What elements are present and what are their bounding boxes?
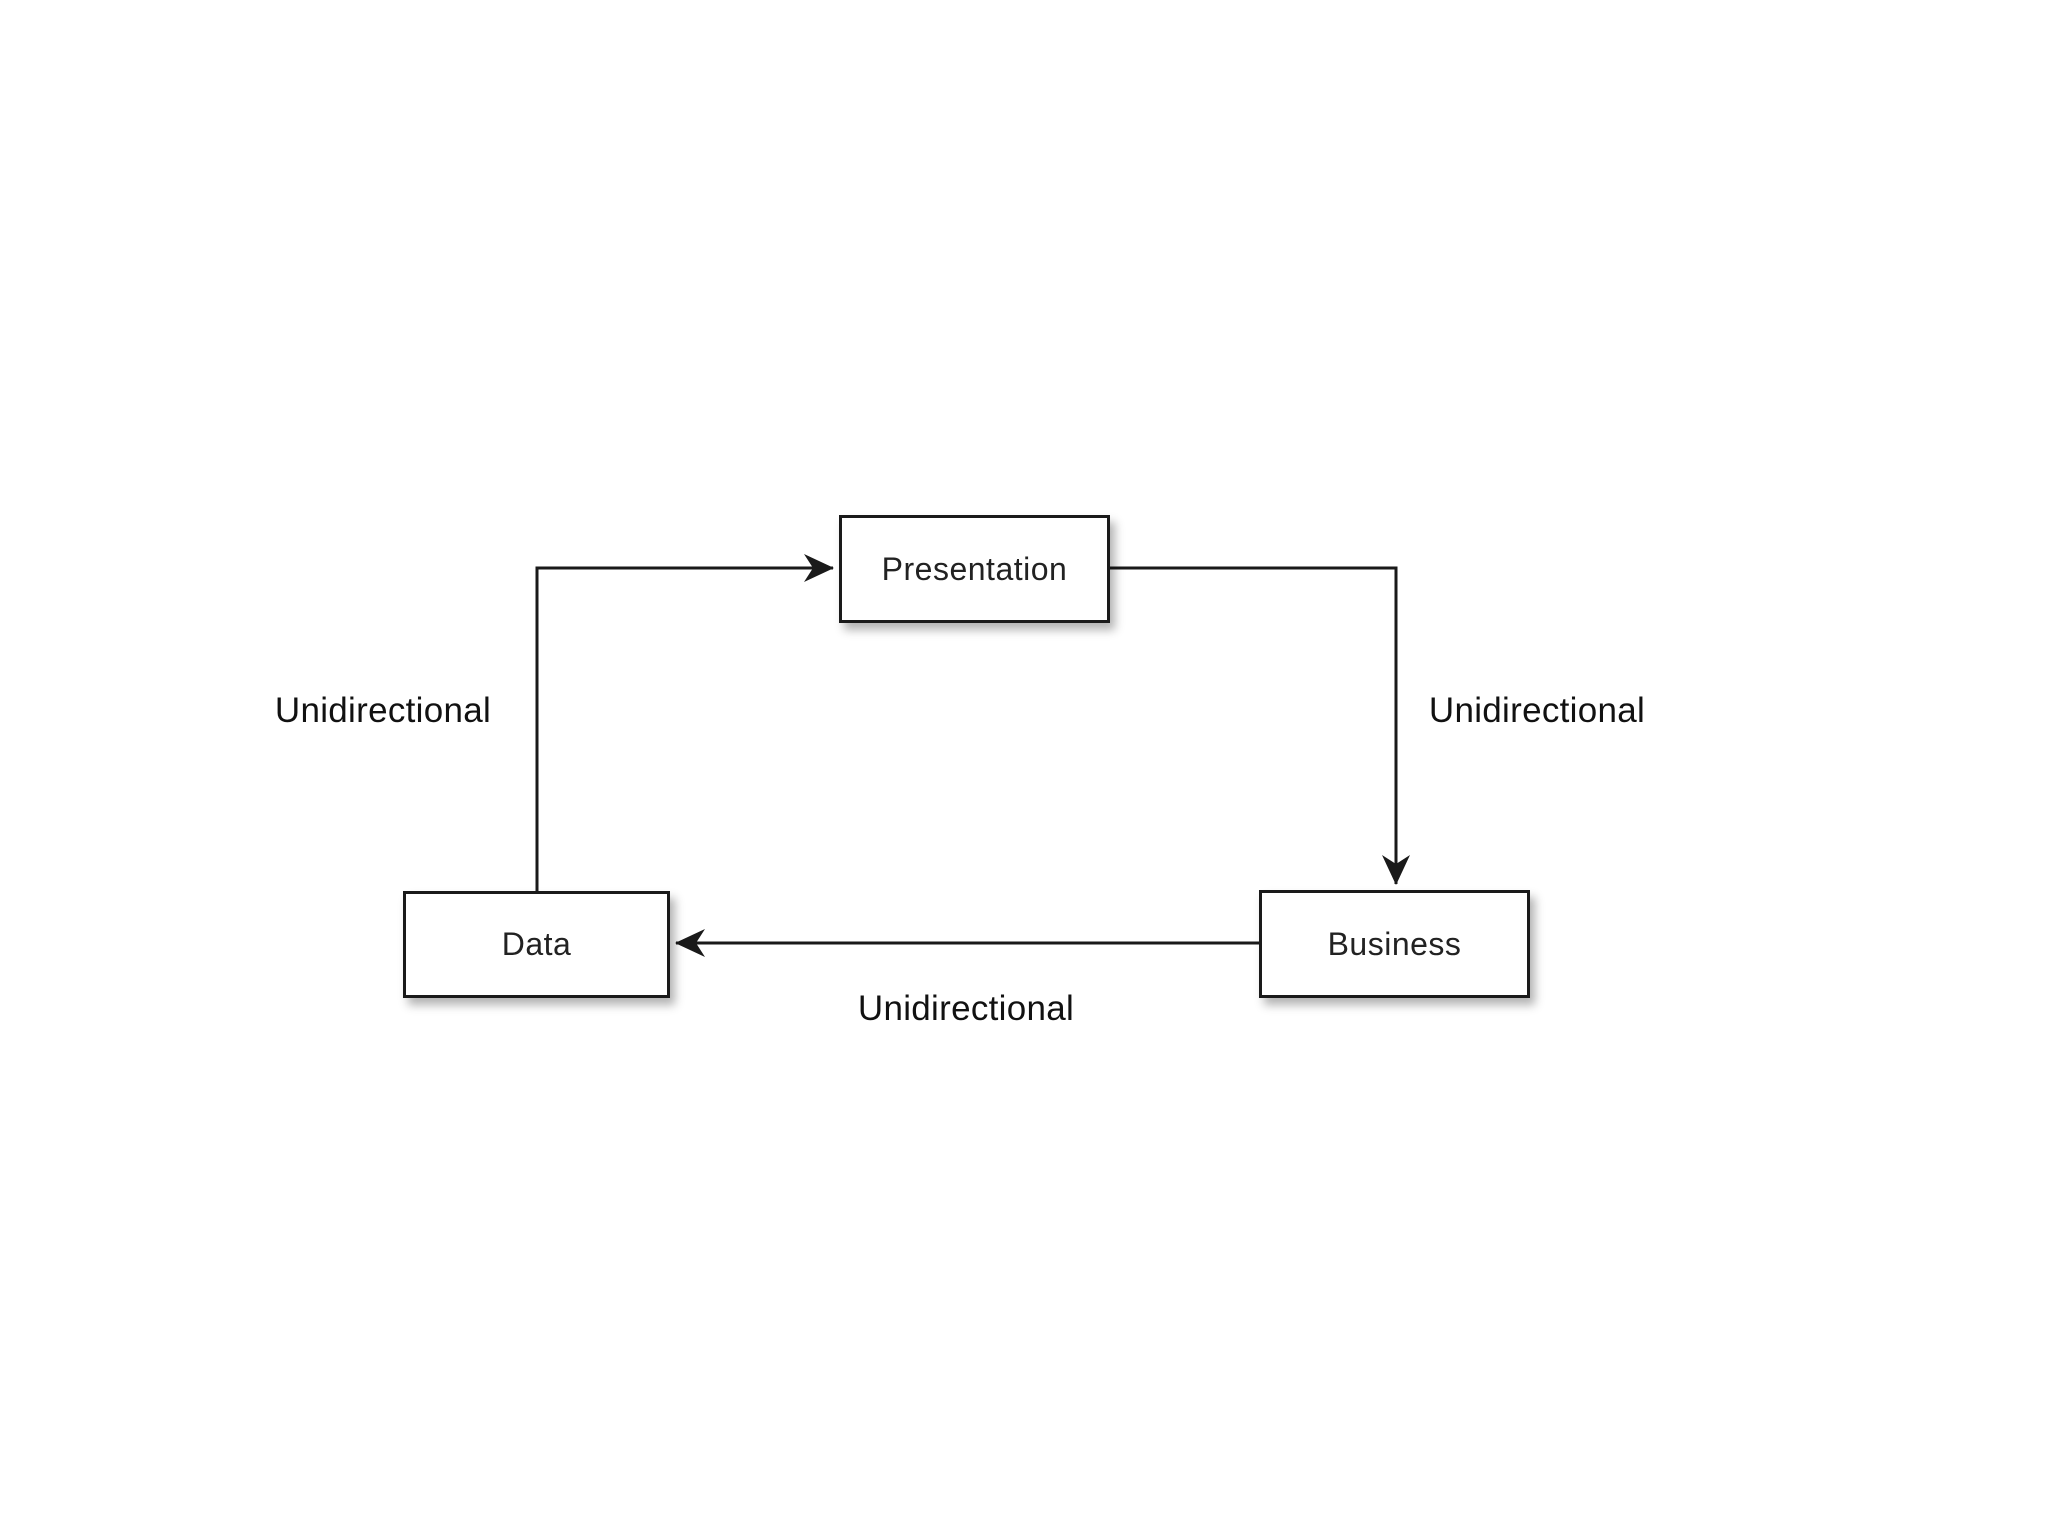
node-data-label: Data <box>501 926 572 962</box>
node-business-label: Business <box>1327 925 1462 962</box>
edge-label-presentation-to-business: Unidirectional <box>1428 691 1646 730</box>
node-presentation-label: Presentation <box>881 550 1068 587</box>
edge-data-to-presentation <box>535 554 834 891</box>
edge-label-data-to-presentation: Unidirectional <box>274 691 492 730</box>
edge-label-business-to-data: Unidirectional <box>857 989 1075 1028</box>
node-presentation: Presentation <box>839 515 1110 623</box>
node-data: Data <box>403 891 670 998</box>
node-business: Business <box>1259 890 1530 998</box>
edge-presentation-to-business <box>1110 566 1410 885</box>
